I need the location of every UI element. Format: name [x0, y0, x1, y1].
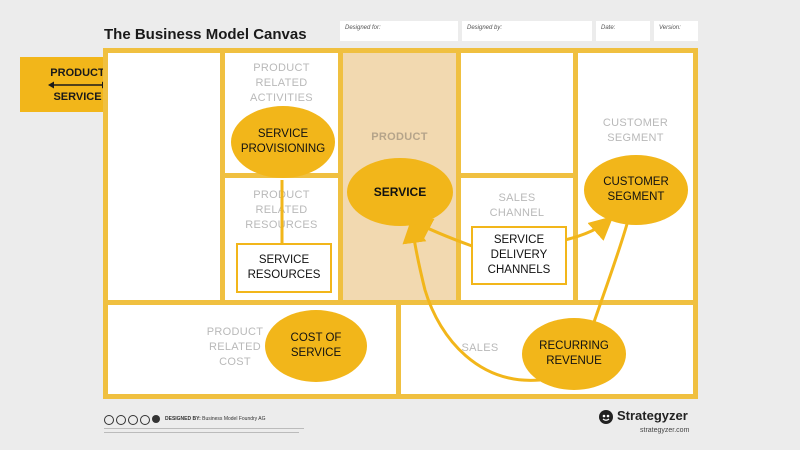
badge-line-service: SERVICE [53, 91, 102, 103]
sa-icon [128, 415, 138, 425]
strategyzer-url[interactable]: strategyzer.com [640, 427, 690, 434]
canvas-title: The Business Model Canvas [104, 26, 307, 43]
revenue-streams-label: SALES [461, 342, 499, 354]
key-partners-block[interactable] [108, 53, 220, 300]
badge-line-product: PRODUCT [50, 67, 105, 79]
cost-of-service-ellipse[interactable]: COST OF SERVICE [265, 310, 367, 382]
designed-for-field[interactable]: Designed for: [340, 21, 458, 41]
revenue-to-segment-line [591, 223, 629, 326]
strategyzer-logo-icon [599, 410, 613, 424]
license-text-line [104, 432, 299, 433]
customer-segment-label: CUSTOMER SEGMENT [602, 117, 669, 144]
date-field[interactable]: Date: [596, 21, 650, 41]
service-delivery-channels-box[interactable]: SERVICE DELIVERY CHANNELS [471, 226, 567, 285]
service-resources-box[interactable]: SERVICE RESOURCES [236, 243, 332, 293]
nc-icon [140, 415, 150, 425]
designed-by-field[interactable]: Designed by: [462, 21, 592, 41]
customer-segment-ellipse[interactable]: CUSTOMER SEGMENT [584, 155, 688, 225]
recurring-revenue-ellipse[interactable]: RECURRING REVENUE [522, 318, 626, 390]
license-extra-icon [152, 415, 160, 423]
key-activities-label: PRODUCT RELATED ACTIVITIES [250, 62, 313, 104]
channels-to-segment-arrow [564, 216, 614, 242]
customer-relationships-block[interactable] [461, 53, 573, 173]
version-field[interactable]: Version: [654, 21, 698, 41]
designed-by-credit-value: Business Model Foundry AG [202, 416, 266, 422]
designed-by-credit: DESIGNED BY: Business Model Foundry AG [165, 416, 266, 422]
service-ellipse[interactable]: SERVICE [347, 158, 453, 226]
value-proposition-label: PRODUCT [371, 131, 428, 143]
license-icons [104, 415, 160, 425]
channels-label: SALES CHANNEL [489, 192, 545, 219]
revenue-to-service-arrow [402, 219, 541, 382]
license-text-line [104, 428, 304, 429]
cost-structure-label: PRODUCT RELATED COST [206, 326, 264, 368]
cc-icon [104, 415, 114, 425]
by-icon [116, 415, 126, 425]
service-provisioning-ellipse[interactable]: SERVICE PROVISIONING [231, 106, 335, 178]
strategyzer-brand: Strategyzer [617, 408, 688, 423]
channels-to-service-arrow [407, 218, 473, 248]
designed-by-credit-label: DESIGNED BY: [165, 416, 201, 422]
